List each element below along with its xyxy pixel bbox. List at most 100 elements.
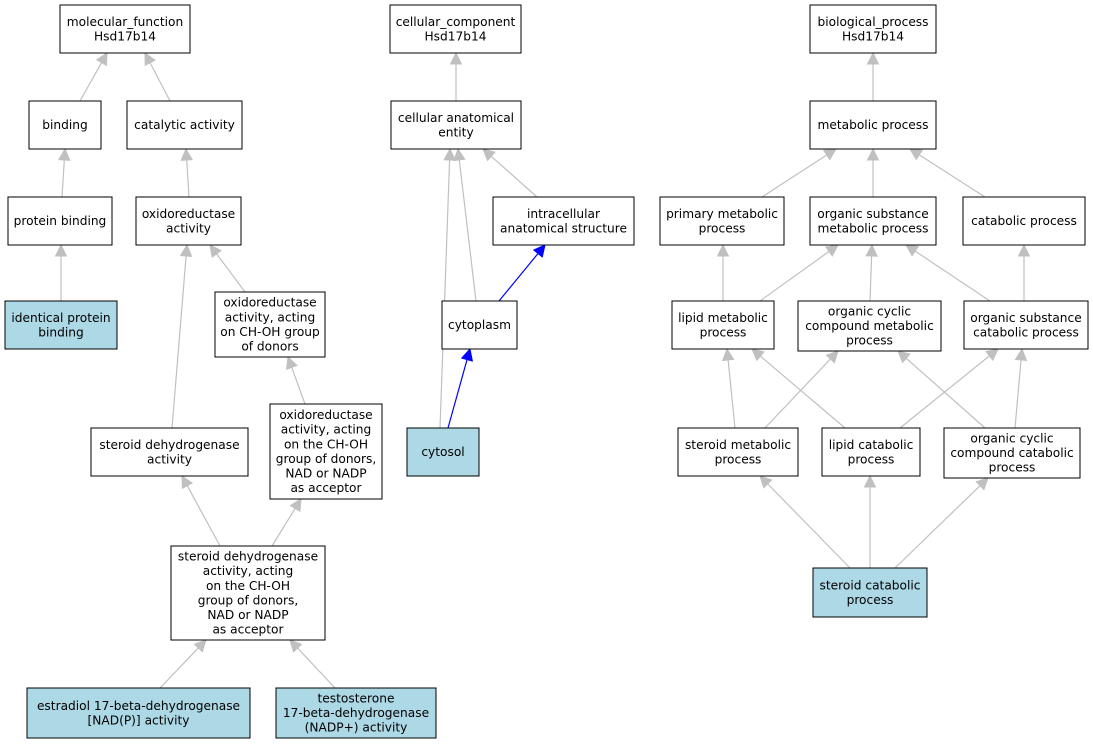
go-term-node-catalytic[interactable]: catalytic activity — [126, 100, 243, 150]
node-label-line: activity — [147, 452, 192, 466]
node-box — [809, 196, 937, 246]
node-label-line: catalytic activity — [134, 118, 235, 132]
edge-line — [216, 253, 246, 293]
node-label-line: as acceptor — [290, 481, 362, 495]
edge-line — [61, 159, 65, 198]
node-label-line: (NADP+) activity — [305, 721, 408, 735]
edge-catalytic-to-mf — [144, 52, 171, 102]
edge-metabolic-to-bp — [866, 51, 880, 101]
arrowhead — [985, 348, 999, 362]
arrowhead — [909, 148, 924, 161]
go-term-node-cytoplasm[interactable]: cytoplasm — [441, 300, 518, 350]
arrowhead — [824, 244, 839, 257]
go-term-node-cytosol[interactable]: cytosol — [406, 427, 480, 477]
node-label-line: biological_process — [817, 15, 928, 29]
node-label-line: cellular_component — [396, 15, 516, 29]
edge-line — [297, 647, 336, 689]
node-label-line: NAD or NADP — [285, 466, 366, 480]
edge-primary_met-to-metabolic — [761, 148, 837, 198]
node-box — [7, 196, 113, 246]
node-label-line: primary metabolic — [666, 207, 778, 221]
node-box — [797, 300, 942, 352]
node-box — [406, 427, 480, 477]
node-label-line: on the CH-OH — [206, 579, 290, 593]
edge-cytosol-to-cytoplasm — [447, 347, 473, 429]
arrowhead — [865, 243, 878, 257]
edge-line — [439, 159, 451, 429]
arrowhead — [289, 498, 302, 513]
arrowhead — [209, 244, 222, 258]
node-label-line: 17-beta-dehydrogenase — [283, 706, 429, 720]
node-box — [170, 545, 326, 641]
node-label-line: testosterone — [318, 691, 395, 705]
node-label-line: of donors — [241, 339, 298, 353]
arrowhead — [716, 243, 730, 257]
arrowhead — [54, 243, 68, 257]
node-box — [943, 427, 1081, 479]
node-label-line: group of donors, — [276, 452, 377, 466]
node-label-line: Hsd17b14 — [94, 29, 156, 43]
arrowhead — [825, 350, 839, 364]
edge-org_cyc_met-to-org_sub_met — [865, 243, 878, 302]
edge-line — [869, 255, 873, 302]
node-label-line: molecular_function — [67, 15, 183, 29]
edge-steroid_dh_nad-to-steroid_dh — [181, 475, 221, 547]
edge-line — [291, 367, 306, 405]
edge-testosterone-to-steroid_dh_nad — [289, 639, 336, 689]
arrowhead — [482, 148, 496, 162]
node-label-line: cellular anatomical — [398, 111, 514, 125]
edge-steroid_cat-to-lipid_cat — [863, 474, 877, 568]
edge-catabolic-to-metabolic — [909, 148, 986, 198]
node-label-line: process — [989, 461, 1036, 475]
edge-line — [905, 357, 986, 429]
go-term-node-binding[interactable]: binding — [28, 100, 102, 150]
node-label-line: organic cyclic — [970, 431, 1053, 445]
edge-lipid_cat-to-lipid_met — [751, 348, 846, 429]
node-label-line: [NAD(P)] activity — [87, 713, 189, 727]
node-box — [135, 196, 242, 246]
node-label-line: oxidoreductase — [142, 207, 235, 221]
arrowhead — [144, 52, 156, 67]
go-term-node-metabolic[interactable]: metabolic process — [809, 100, 937, 150]
arrowhead — [866, 51, 880, 65]
node-label-line: as acceptor — [212, 623, 284, 637]
node-box — [809, 100, 937, 150]
arrowhead — [460, 347, 473, 362]
go-term-node-testosterone[interactable]: testosterone17-beta-dehydrogenase(NADP+)… — [275, 687, 437, 739]
node-box — [269, 403, 383, 500]
edge-org_sub_cat-to-catabolic — [1017, 243, 1031, 301]
edge-cytoplasm-to-cae — [453, 147, 477, 302]
node-label-line: on the CH-OH — [284, 437, 368, 451]
node-box — [275, 687, 437, 739]
go-term-node-estradiol[interactable]: estradiol 17-beta-dehydrogenase[NAD(P)] … — [26, 687, 251, 739]
node-label-line: activity, acting — [225, 310, 315, 324]
edge-intracellular-to-cae — [482, 148, 538, 198]
arrowhead — [453, 147, 466, 162]
go-term-node-catabolic[interactable]: catabolic process — [962, 196, 1086, 246]
arrowhead — [179, 243, 193, 257]
go-term-node-protein-binding[interactable]: protein binding — [7, 196, 113, 246]
arrowhead — [181, 475, 194, 490]
edge-steroid_dh-to-oxidoreductase — [171, 243, 193, 429]
node-label-line: binding — [42, 118, 87, 132]
